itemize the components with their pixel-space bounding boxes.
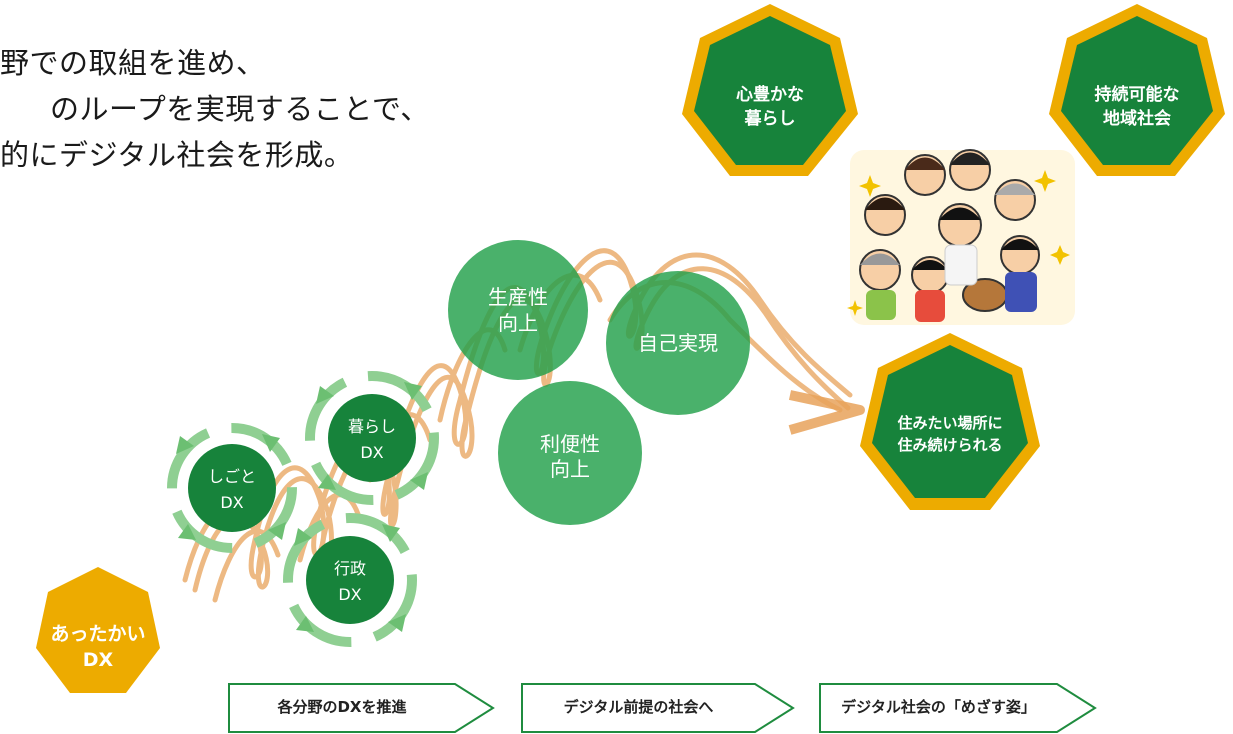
progress-arrowhead — [788, 390, 865, 435]
goal-sustainable-line-2: 地域社会 — [1103, 108, 1171, 129]
intro-line-1: 野での取組を進め、 — [0, 46, 266, 80]
goal-sustainable-line-1: 持続可能な — [1095, 84, 1180, 105]
cycle-arrow-icon — [294, 524, 406, 632]
cycle-admin-dx: 行政 DX — [283, 513, 417, 647]
goal-rich-life-line-1: 心豊かな — [736, 84, 804, 105]
outcome-self-realization: 自己実現 — [606, 271, 750, 415]
cycle-admin-dx-line-1: 行政 — [334, 559, 366, 578]
step-arrow-3-shape — [819, 683, 1097, 733]
goal-live-where-line-2: 住み続けられる — [897, 436, 1002, 454]
cycle-work-dx-line-2: DX — [220, 493, 243, 512]
outcome-productivity-line-1: 生産性 — [488, 285, 548, 309]
intro-line-3: 的にデジタル社会を形成。 — [0, 138, 354, 172]
step-goal-label: デジタル社会の「めざす姿」 — [841, 698, 1036, 716]
intro-text: 野での取組を進め、 のループを実現することで、 的にデジタル社会を形成。 — [0, 40, 430, 178]
step-arrow-2-shape — [521, 683, 795, 733]
cycle-life-dx-line-2: DX — [360, 443, 383, 462]
warm-dx-line-1: あったかい — [50, 623, 145, 645]
cycle-work-dx: しごと DX — [167, 423, 297, 553]
goal-rich-life-line-2: 暮らし — [744, 108, 796, 129]
intro-line-2: のループを実現することで、 — [50, 92, 430, 126]
cycle-life-dx: 暮らし DX — [305, 371, 439, 505]
cycle-work-dx-line-1: しごと — [208, 467, 256, 486]
goal-live-where-line-1: 住みたい場所に — [897, 414, 1002, 432]
outcome-convenience-line-2: 向上 — [550, 457, 590, 481]
goal-rich-life: 心豊かな 暮らし — [682, 4, 858, 176]
outcome-self-realization-line-1: 自己実現 — [638, 331, 718, 355]
step-digital-society-label: デジタル前提の社会へ — [563, 698, 714, 716]
outcome-convenience: 利便性 向上 — [498, 381, 642, 525]
outcome-convenience-line-1: 利便性 — [540, 432, 600, 456]
goal-sustainable: 持続可能な 地域社会 — [1049, 4, 1225, 176]
cycle-admin-dx-line-2: DX — [338, 585, 361, 604]
warm-dx-badge: あったかい DX — [36, 567, 160, 693]
outcome-productivity-line-2: 向上 — [498, 311, 538, 335]
family-group-cheering-icon — [847, 149, 1075, 325]
step-arrow-1-shape — [228, 683, 495, 733]
cycle-life-dx-line-1: 暮らし — [348, 417, 396, 436]
step-promote-label: 各分野のDXを推進 — [277, 698, 407, 716]
goal-live-where: 住みたい場所に 住み続けられる — [860, 333, 1040, 510]
cycle-arrow-icon — [176, 434, 286, 540]
outcome-productivity: 生産性 向上 — [448, 240, 588, 380]
cycle-arrow-icon — [316, 382, 428, 490]
warm-dx-line-2: DX — [83, 649, 114, 671]
